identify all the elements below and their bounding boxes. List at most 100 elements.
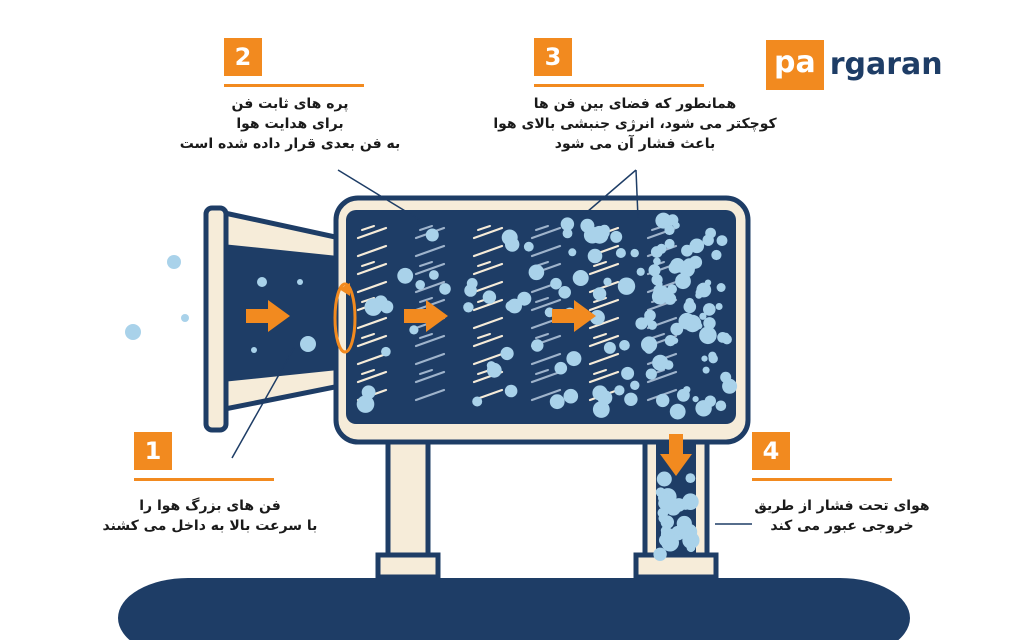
air-bubble: [704, 279, 712, 286]
air-bubble: [590, 225, 609, 244]
air-bubble: [699, 326, 717, 345]
fan-blade: [588, 262, 620, 276]
air-bubble: [580, 218, 595, 233]
air-bubble: [644, 309, 656, 322]
fan-blade: [356, 244, 388, 258]
air-bubble: [624, 392, 638, 406]
air-bubble: [655, 280, 663, 288]
air-bubble: [572, 270, 589, 286]
fan-blade: [477, 225, 491, 231]
fan-blade: [472, 280, 504, 294]
air-bubble: [695, 400, 712, 417]
air-bubble: [676, 515, 692, 532]
fan-blade: [535, 369, 549, 375]
air-bubble: [415, 280, 426, 290]
air-bubble: [669, 403, 686, 420]
air-bubble: [167, 255, 181, 269]
air-bubble: [592, 401, 610, 418]
fan-blade: [588, 352, 620, 366]
step-3-badge: 3: [534, 38, 572, 76]
air-bubble: [531, 339, 544, 352]
fan-blade: [472, 352, 504, 366]
air-bubble: [648, 264, 661, 277]
step-2-badge: 2: [224, 38, 262, 76]
air-bubble: [251, 347, 257, 353]
fan-blade: [472, 226, 504, 240]
air-bubble: [653, 257, 661, 266]
fan-blade: [356, 262, 388, 276]
step-1-line-2: با سرعت بالا به داخل می کشند: [102, 518, 318, 534]
step-3-line-1: همانطور که فضای بین فن ها: [533, 96, 737, 112]
fan-blade: [588, 334, 620, 348]
air-bubble: [647, 320, 657, 330]
air-bubble: [550, 277, 562, 290]
air-bubble: [699, 312, 707, 320]
step-4-line-1: هوای تحت فشار از طریق: [754, 498, 930, 514]
fan-blade: [414, 280, 446, 294]
air-bubble: [603, 277, 612, 286]
fan-blade: [361, 225, 375, 231]
step-1-line-1: فن های بزرگ هوا را: [139, 498, 281, 514]
air-bubble: [675, 273, 691, 290]
fan-blade: [419, 369, 433, 375]
step-4-rule: [752, 478, 892, 481]
air-bubble: [708, 351, 717, 360]
air-bubble: [374, 295, 388, 310]
air-bubble: [702, 366, 710, 374]
air-bubble: [646, 337, 654, 345]
fan-blade: [535, 225, 549, 231]
air-bubble: [528, 264, 545, 281]
air-bubble: [500, 346, 514, 361]
step-1-badge: 1: [134, 432, 172, 470]
air-bubble: [678, 529, 685, 537]
air-bubble: [425, 228, 439, 242]
air-bubble: [125, 324, 141, 340]
air-bubble: [653, 547, 667, 561]
air-bubble: [439, 283, 451, 295]
air-bubble: [678, 312, 696, 330]
air-bubble: [679, 261, 695, 277]
air-bubble: [683, 386, 691, 394]
air-bubble: [703, 303, 716, 316]
air-bubble: [701, 355, 708, 362]
fan-blade: [356, 280, 388, 294]
air-bubble: [463, 302, 474, 313]
fan-blade: [593, 261, 607, 267]
fan-blade: [646, 370, 678, 384]
step-1-rule: [134, 478, 274, 481]
fan-blade: [651, 333, 665, 339]
logo-text: rgaran: [829, 47, 943, 82]
air-bubble: [504, 384, 518, 398]
air-bubble: [656, 393, 670, 408]
air-bubble: [300, 336, 316, 352]
fan-blade: [356, 316, 388, 330]
air-bubble: [716, 235, 728, 247]
fan-blade: [588, 370, 620, 384]
step-4-badge: 4: [752, 432, 790, 470]
air-bubble: [560, 217, 575, 231]
fan-blade: [530, 370, 562, 384]
fan-blade: [530, 352, 562, 366]
air-bubble: [686, 543, 696, 553]
air-bubble: [610, 230, 623, 243]
fan-blade: [588, 298, 620, 312]
fan-blade: [414, 262, 446, 276]
air-bubbles: [125, 212, 738, 561]
air-bubble: [523, 241, 534, 252]
air-bubble: [397, 267, 414, 284]
fan-blade: [477, 261, 491, 267]
fan-blade: [472, 244, 504, 258]
flow-arrow-inlet-icon: [246, 300, 290, 332]
step-4-caption: هوای تحت فشار از طریق خروجی عبور می کند: [742, 496, 942, 536]
air-bubble: [587, 248, 603, 264]
fan-blade: [414, 352, 446, 366]
air-bubble: [696, 282, 712, 298]
step-2-rule: [224, 84, 364, 87]
air-bubble: [636, 267, 645, 276]
air-bubble: [621, 366, 635, 380]
left-leg: [375, 437, 441, 580]
fan-blade: [530, 298, 562, 312]
air-bubble: [554, 361, 568, 375]
air-bubble: [711, 249, 722, 261]
